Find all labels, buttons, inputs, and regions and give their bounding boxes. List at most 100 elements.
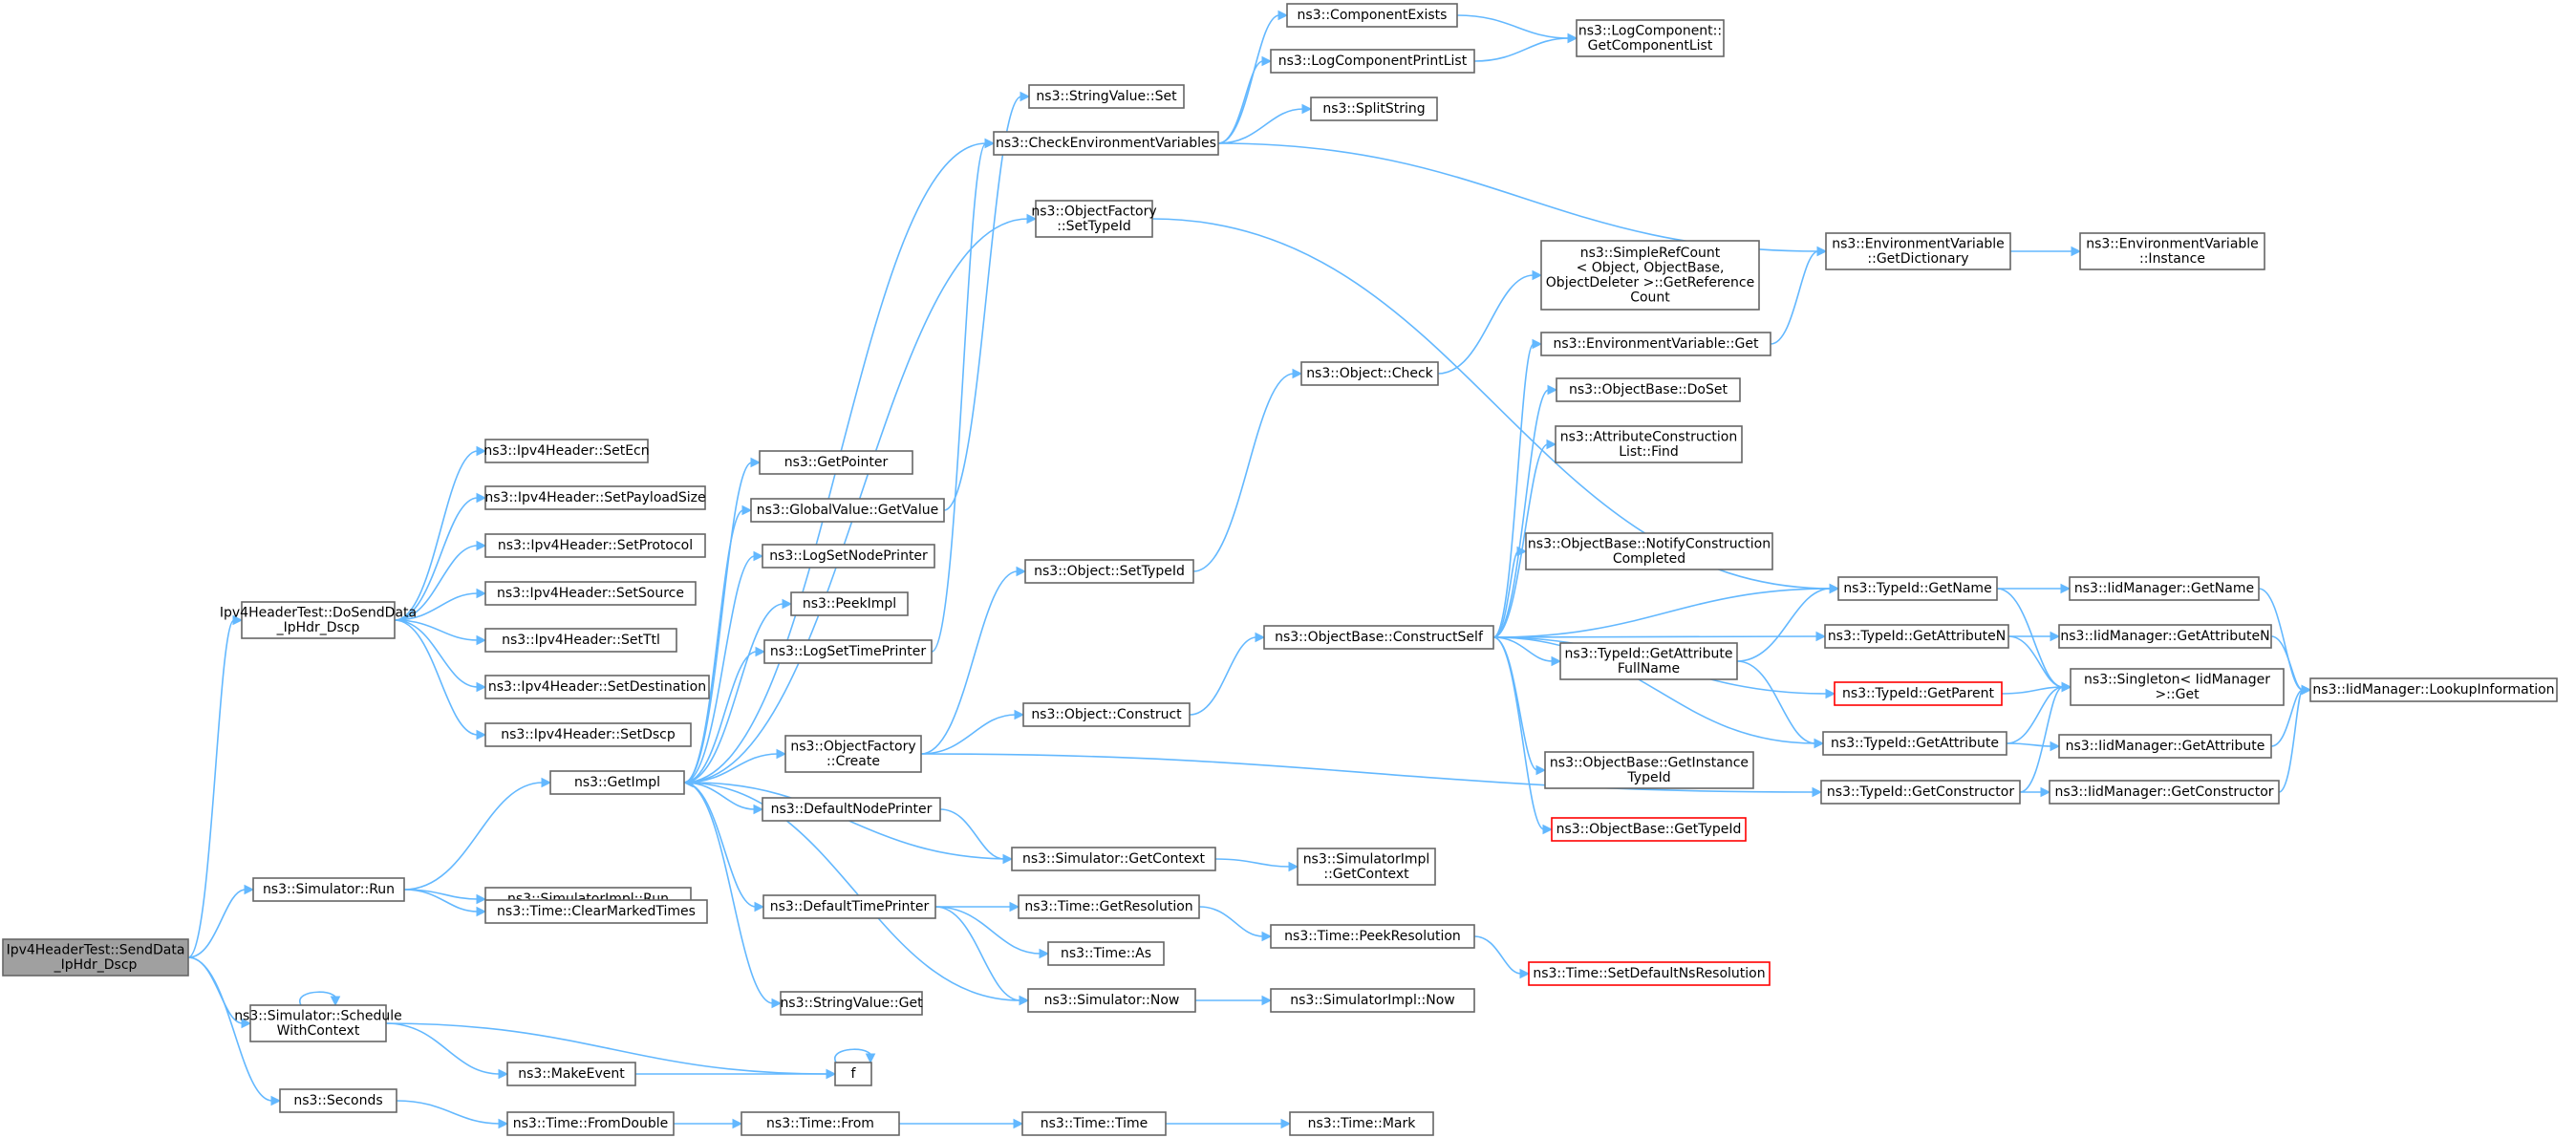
node-label: ns3::ObjectBase::GetInstance	[1550, 755, 1749, 770]
node-simrun[interactable]: ns3::Simulator::Run	[252, 877, 405, 902]
node-timeas[interactable]: ns3::Time::As	[1047, 941, 1165, 966]
edge-line	[934, 906, 1021, 1001]
node-simimplgetcontext[interactable]: ns3::SimulatorImpl::GetContext	[1297, 848, 1436, 886]
node-box	[1270, 924, 1475, 949]
node-globalgetvalue[interactable]: ns3::GlobalValue::GetValue	[750, 498, 945, 523]
node-defnodeprinter[interactable]: ns3::DefaultNodePrinter	[762, 797, 941, 822]
node-fromdouble[interactable]: ns3::Time::FromDouble	[506, 1111, 675, 1136]
node-seconds[interactable]: ns3::Seconds	[279, 1088, 397, 1113]
node-root[interactable]: Ipv4HeaderTest::SendData_IpHdr_Dscp	[2, 938, 189, 977]
node-iidgetname[interactable]: ns3::IidManager::GetName	[2069, 576, 2260, 601]
node-obgettypeid[interactable]: ns3::ObjectBase::GetTypeId	[1551, 817, 1747, 842]
edge-arrowhead	[1026, 213, 1038, 225]
node-box	[1555, 425, 1743, 463]
node-label: ns3::Ipv4Header::SetTtl	[502, 633, 660, 648]
node-lookup[interactable]: ns3::IidManager::LookupInformation	[2309, 677, 2558, 702]
node-simnow[interactable]: ns3::Simulator::Now	[1027, 988, 1196, 1013]
node-stringset[interactable]: ns3::StringValue::Set	[1028, 84, 1185, 109]
node-envget[interactable]: ns3::EnvironmentVariable::Get	[1540, 332, 1771, 356]
node-from[interactable]: ns3::Time::From	[741, 1111, 900, 1136]
node-iidgetattr[interactable]: ns3::IidManager::GetAttribute	[2058, 734, 2272, 759]
node-checkenv[interactable]: ns3::CheckEnvironmentVariables	[993, 131, 1219, 156]
node-label: ns3::StringValue::Get	[780, 996, 923, 1011]
node-setpayload[interactable]: ns3::Ipv4Header::SetPayloadSize	[484, 485, 706, 510]
node-objsettypeid[interactable]: ns3::Object::SetTypeId	[1024, 559, 1194, 584]
node-constructself[interactable]: ns3::ObjectBase::ConstructSelf	[1263, 625, 1494, 650]
edge-line	[1492, 343, 1535, 638]
node-stringget[interactable]: ns3::StringValue::Get	[780, 991, 923, 1016]
node-objcheck[interactable]: ns3::Object::Check	[1300, 361, 1439, 386]
node-typeidgetattrn[interactable]: ns3::TypeId::GetAttributeN	[1824, 624, 2009, 649]
node-ofcreate[interactable]: ns3::ObjectFactory::Create	[784, 735, 922, 773]
node-label: ns3::Time::As	[1061, 946, 1151, 961]
node-label: ns3::Ipv4Header::SetDestination	[488, 679, 706, 695]
node-mark[interactable]: ns3::Time::Mark	[1289, 1111, 1434, 1136]
node-getimpl[interactable]: ns3::GetImpl	[549, 770, 685, 795]
node-setdefaultns[interactable]: ns3::Time::SetDefaultNsResolution	[1528, 961, 1771, 986]
node-envinstance[interactable]: ns3::EnvironmentVariable::Instance	[2079, 232, 2265, 270]
edge-arrowhead	[782, 598, 793, 610]
node-objconstruct[interactable]: ns3::Object::Construct	[1022, 702, 1191, 727]
node-label: ns3::SimpleRefCount	[1580, 246, 1721, 261]
edge-arrowhead	[476, 540, 487, 551]
node-makeevent[interactable]: ns3::MakeEvent	[506, 1062, 636, 1086]
node-box	[993, 131, 1219, 156]
edge-line	[2006, 686, 2064, 744]
node-getpointer[interactable]: ns3::GetPointer	[759, 450, 913, 475]
edge-checkenv-to-splitstring	[1217, 103, 1313, 144]
node-label: ns3::CheckEnvironmentVariables	[996, 136, 1216, 151]
node-typeidgetattr[interactable]: ns3::TypeId::GetAttribute	[1822, 731, 2007, 756]
node-label: ns3::IidManager::GetName	[2074, 581, 2254, 596]
node-splitstring[interactable]: ns3::SplitString	[1310, 97, 1438, 121]
node-setecn[interactable]: ns3::Ipv4Header::SetEcn	[483, 439, 650, 463]
edge-getimpl-to-logsetnode	[683, 550, 764, 784]
node-deftimeprinter[interactable]: ns3::DefaultTimePrinter	[762, 894, 936, 919]
node-simgetcontext[interactable]: ns3::Simulator::GetContext	[1011, 847, 1216, 871]
node-peekimpl[interactable]: ns3::PeekImpl	[790, 591, 909, 616]
node-setdest[interactable]: ns3::Ipv4Header::SetDestination	[484, 675, 710, 699]
edge-getattrfull-to-typeidgetname	[1736, 583, 1840, 662]
node-setdscp[interactable]: ns3::Ipv4Header::SetDscp	[484, 722, 692, 747]
node-getcomplist[interactable]: ns3::LogComponent::GetComponentList	[1576, 19, 1725, 57]
node-peekresolution[interactable]: ns3::Time::PeekResolution	[1270, 924, 1475, 949]
node-simimplnow[interactable]: ns3::SimulatorImpl::Now	[1270, 988, 1475, 1013]
edge-line	[683, 509, 744, 784]
node-f[interactable]: f	[834, 1062, 872, 1086]
edge-arrowhead	[741, 505, 753, 516]
edge-arrowhead	[1014, 709, 1025, 720]
node-dosend[interactable]: Ipv4HeaderTest::DoSendData_IpHdr_Dscp	[220, 601, 417, 639]
node-singleton[interactable]: ns3::Singleton< IidManager >::Get	[2070, 668, 2285, 706]
node-logcompprint[interactable]: ns3::LogComponentPrintList	[1270, 49, 1475, 74]
node-box	[1551, 817, 1747, 842]
node-logsettime[interactable]: ns3::LogSetTimePrinter	[763, 639, 933, 664]
node-getresolution[interactable]: ns3::Time::GetResolution	[1018, 894, 1200, 919]
node-setproto[interactable]: ns3::Ipv4Header::SetProtocol	[484, 533, 706, 558]
edge-root-to-simrun	[187, 884, 255, 958]
node-compexists[interactable]: ns3::ComponentExists	[1286, 3, 1458, 28]
edge-line	[396, 1100, 501, 1125]
node-iidgetattrn[interactable]: ns3::IidManager::GetAttributeN	[2058, 624, 2272, 649]
edge-line	[1192, 373, 1295, 572]
node-refcount[interactable]: ns3::SimpleRefCount< Object, ObjectBase,…	[1540, 240, 1760, 311]
node-logsetnode[interactable]: ns3::LogSetNodePrinter	[762, 544, 935, 569]
node-notify[interactable]: ns3::ObjectBase::NotifyConstructionCompl…	[1525, 532, 1773, 570]
node-iidgetctor[interactable]: ns3::IidManager::GetConstructor	[2049, 780, 2280, 805]
node-typeidgetctor[interactable]: ns3::TypeId::GetConstructor	[1820, 780, 2021, 805]
node-typeidgetparent[interactable]: ns3::TypeId::GetParent	[1834, 681, 2003, 706]
edge-arrowhead	[1261, 55, 1273, 67]
node-ofsettypeid[interactable]: ns3::ObjectFactory::SetTypeId	[1031, 200, 1157, 238]
node-doset[interactable]: ns3::ObjectBase::DoSet	[1556, 377, 1741, 402]
node-time[interactable]: ns3::Time::Time	[1021, 1111, 1167, 1136]
node-envgetdict[interactable]: ns3::EnvironmentVariable::GetDictionary	[1825, 232, 2011, 270]
node-clearmarked[interactable]: ns3::Time::ClearMarkedTimes	[484, 899, 708, 924]
node-label: ns3::Ipv4Header::SetPayloadSize	[484, 490, 705, 505]
edge-arrowhead	[476, 906, 487, 917]
node-setttl[interactable]: ns3::Ipv4Header::SetTtl	[484, 628, 677, 653]
node-typeidgetname[interactable]: ns3::TypeId::GetName	[1837, 576, 1998, 601]
node-box	[252, 877, 405, 902]
node-setsource[interactable]: ns3::Ipv4Header::SetSource	[484, 581, 697, 606]
